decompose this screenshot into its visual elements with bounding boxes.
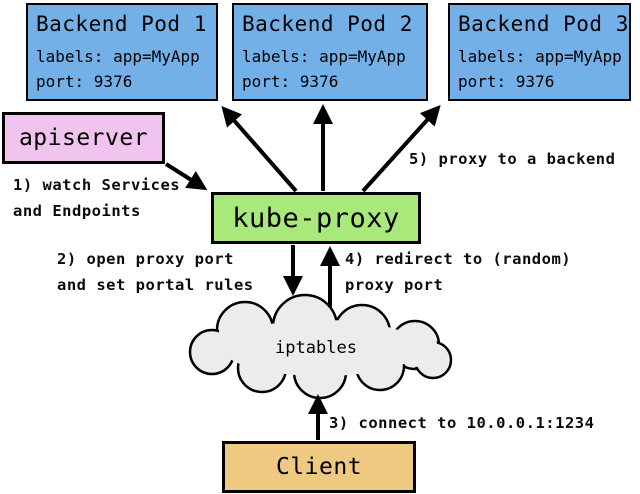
backend-pod-2: Backend Pod 2 labels: app=MyApp port: 93… xyxy=(232,3,428,101)
pod-title: Backend Pod 2 xyxy=(242,12,413,36)
annotation-step-2: 2) open proxy port and set portal rules xyxy=(57,250,254,294)
annotation-step-4: 4) redirect to (random) proxy port xyxy=(345,250,572,294)
annotation-step-1: 1) watch Services and Endpoints xyxy=(13,176,181,220)
pod-labels: labels: app=MyApp xyxy=(36,47,200,66)
pod-port: port: 9376 xyxy=(36,72,133,91)
pod-port: port: 9376 xyxy=(458,72,555,91)
pod-labels: labels: app=MyApp xyxy=(242,47,406,66)
kube-proxy-node: kube-proxy xyxy=(211,192,421,244)
pod-port: port: 9376 xyxy=(242,72,339,91)
apiserver-node: apiserver xyxy=(2,112,165,164)
arrow-apiserver-to-kubeproxy xyxy=(164,162,208,191)
arrow-kubeproxy-to-pod1 xyxy=(221,105,298,193)
iptables-cloud-label: iptables xyxy=(275,338,357,358)
annotation-step-3: 3) connect to 10.0.0.1:1234 xyxy=(329,414,595,432)
arrow-kubeproxy-to-pod3 xyxy=(361,105,441,193)
annotation-step-5: 5) proxy to a backend xyxy=(409,150,616,168)
iptables-cloud xyxy=(188,293,453,400)
pod-title: Backend Pod 1 xyxy=(36,12,207,36)
pod-title: Backend Pod 3 xyxy=(458,12,629,36)
backend-pod-1: Backend Pod 1 labels: app=MyApp port: 93… xyxy=(26,3,218,101)
backend-pod-3: Backend Pod 3 labels: app=MyApp port: 93… xyxy=(448,3,631,101)
pod-labels: labels: app=MyApp xyxy=(458,47,622,66)
client-node: Client xyxy=(222,441,416,493)
